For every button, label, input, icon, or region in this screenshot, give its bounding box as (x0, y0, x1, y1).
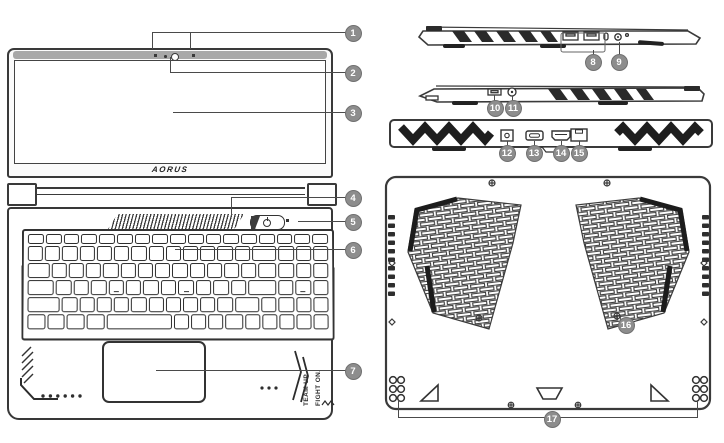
callout-15: 15 (570, 144, 588, 162)
callout-1: 1 (344, 24, 362, 42)
hinge-bar (35, 194, 305, 196)
leader-line (231, 197, 232, 216)
leader-line (619, 42, 620, 55)
callout-3: 3 (344, 104, 362, 122)
leader-line (175, 249, 346, 250)
microphone-right-icon (192, 54, 195, 57)
callout-5: 5 (344, 213, 362, 231)
webcam-led-icon (164, 55, 167, 58)
leader-line (231, 197, 346, 198)
hinge-cap (426, 26, 442, 31)
callout-13: 13 (525, 144, 543, 162)
rubber-feet (443, 40, 664, 48)
usb-ports-bracket (560, 32, 606, 53)
leader-line (398, 400, 399, 418)
bottom-side-slats (388, 215, 709, 296)
callout-14: 14 (552, 144, 570, 162)
leader-line (512, 96, 513, 101)
bottom-vent-right (575, 197, 690, 330)
bottom-feet (418, 383, 671, 402)
rubber-feet (452, 101, 628, 105)
callout-9: 9 (610, 53, 628, 71)
callout-6: 6 (344, 241, 362, 259)
leader-line (298, 221, 346, 222)
leader-line (152, 32, 153, 49)
side-view-right (417, 26, 702, 53)
leader-line (173, 112, 346, 113)
leader-line (534, 141, 535, 146)
leader-line (170, 57, 171, 73)
speaker-vent (108, 214, 244, 229)
palmrest-decor-left (20, 346, 82, 400)
rear-view (389, 119, 713, 153)
hinge-bar (35, 187, 305, 189)
callout-11: 11 (504, 99, 522, 117)
rubber-feet (432, 146, 652, 151)
side-view-left (417, 85, 705, 105)
hdmi-port-icon (551, 130, 571, 141)
bottom-view (384, 175, 712, 411)
leader-line (697, 400, 698, 418)
hinge-cap (684, 86, 700, 91)
speaker-right (691, 375, 709, 403)
hinge-right (307, 183, 337, 206)
vent-accents (407, 196, 690, 313)
callout-2: 2 (344, 64, 362, 82)
rear-vent-right (614, 121, 704, 146)
indicator-dots (41, 394, 82, 398)
callout-4: 4 (344, 189, 362, 207)
rear-vent-left (398, 121, 495, 147)
leader-line (190, 32, 191, 49)
leader-line (593, 50, 594, 55)
leader-line (561, 141, 562, 146)
power-button-accent (251, 216, 260, 229)
microphone-left-icon (154, 54, 157, 57)
screws (388, 179, 708, 409)
leader-line (152, 32, 346, 33)
usb-c-port-icon (525, 130, 544, 141)
power-icon-tick (266, 217, 268, 221)
leader-line (170, 72, 346, 73)
bottom-vent-left (407, 197, 522, 330)
touchpad (102, 341, 206, 403)
speaker-left (388, 375, 406, 403)
leader-line (507, 141, 508, 146)
callout-10: 10 (486, 99, 504, 117)
callout-12: 12 (498, 144, 516, 162)
palmrest-decor-right (260, 350, 335, 406)
side-vent-slats (548, 89, 654, 100)
callout-16: 16 (617, 316, 635, 334)
leader-line (156, 370, 346, 371)
callout-8: 8 (584, 53, 602, 71)
power-led-icon (286, 219, 289, 222)
callout-17: 17 (543, 410, 561, 428)
callout-7: 7 (344, 362, 362, 380)
leader-line (494, 95, 495, 101)
side-vent-slats (452, 31, 558, 42)
leader-line (579, 141, 580, 146)
